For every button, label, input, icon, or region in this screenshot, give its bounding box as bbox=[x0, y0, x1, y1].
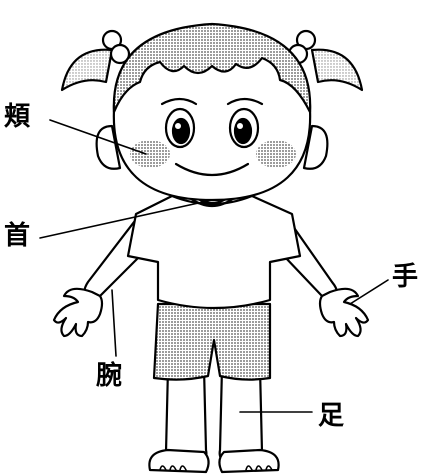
leader-lines bbox=[39, 119, 389, 413]
legs bbox=[148, 366, 280, 474]
shirt bbox=[126, 194, 302, 310]
leader-neck bbox=[39, 199, 213, 239]
label-foot: 足 bbox=[318, 401, 345, 431]
eyes bbox=[160, 97, 264, 149]
leader-cheek bbox=[49, 119, 147, 155]
label-neck: 首 bbox=[4, 221, 31, 251]
hair bbox=[112, 22, 312, 114]
shorts bbox=[152, 302, 272, 381]
label-cheek: 頬 bbox=[4, 102, 31, 132]
mouth bbox=[174, 162, 250, 176]
hands bbox=[52, 287, 370, 338]
pigtails bbox=[60, 29, 364, 92]
leader-arm bbox=[111, 289, 117, 357]
label-arm: 腕 bbox=[96, 361, 123, 391]
cheeks bbox=[130, 140, 296, 168]
leader-hand bbox=[349, 279, 389, 305]
ears bbox=[95, 124, 329, 170]
label-hand: 手 bbox=[392, 262, 419, 292]
